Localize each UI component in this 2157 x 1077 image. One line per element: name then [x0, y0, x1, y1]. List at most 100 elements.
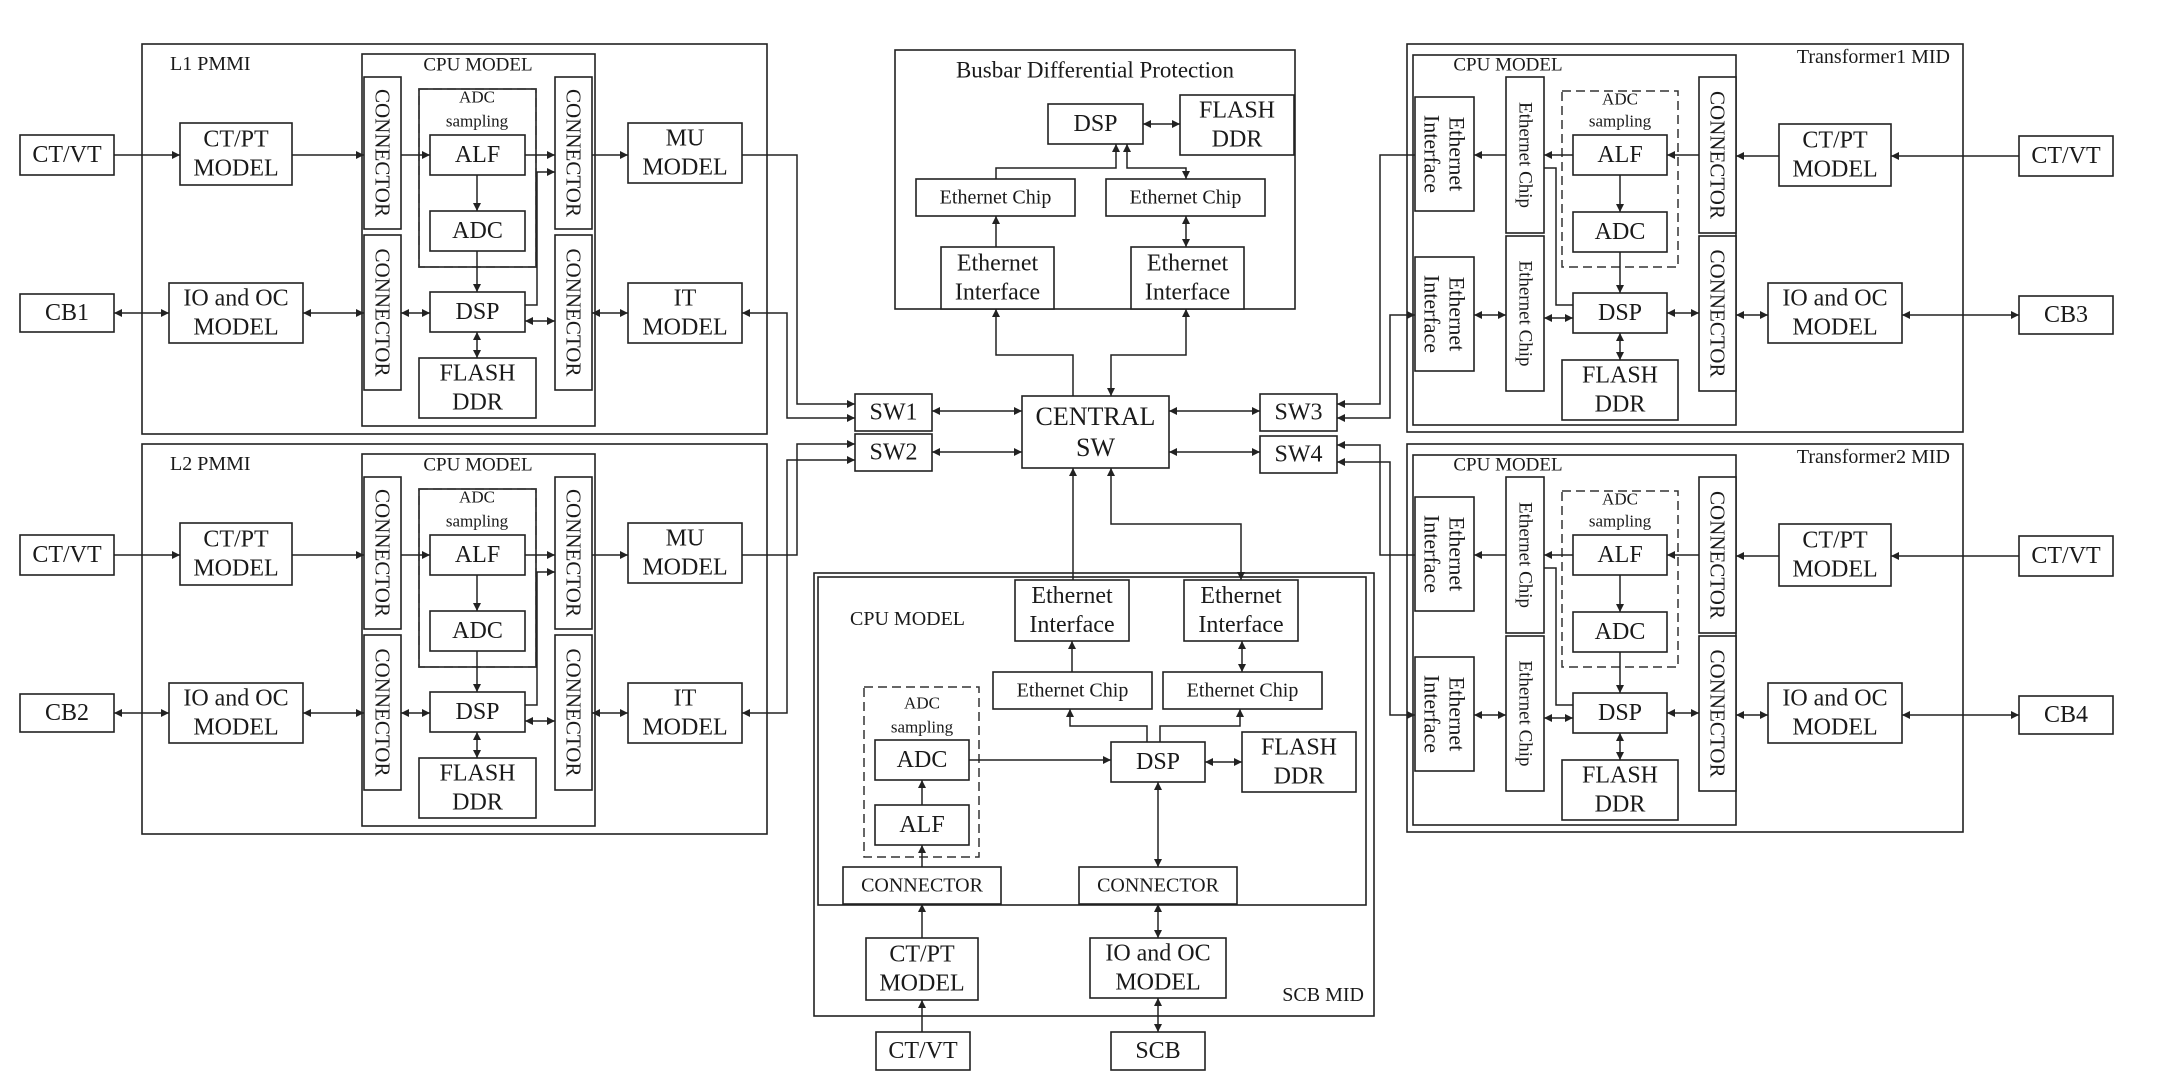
scb-connector-l: CONNECTOR: [842, 866, 1002, 905]
l1-alf-border: [429, 134, 526, 176]
scb-eth-if-r-border: [1183, 579, 1299, 642]
w-scb-dsp-chipr: [1159, 709, 1244, 742]
sw3-border: [1259, 393, 1338, 432]
busbar-eth-chip-l: Ethernet Chip: [915, 178, 1076, 217]
central-sw-border: [1021, 395, 1170, 469]
l2-connector-br-label-0: CONNECTOR: [562, 649, 586, 777]
l2-mu-model-label-0: MU: [666, 526, 705, 552]
scb-ctvt-label-0: CT/VT: [888, 1038, 958, 1064]
scb-adc-sampling-1: ADC: [904, 694, 940, 713]
l1-connector-tr: CONNECTOR: [554, 76, 593, 230]
l1-alf: ALF: [429, 134, 526, 176]
busbar-eth-if-r-label-0: Ethernet: [1147, 251, 1229, 277]
w-scb-dsp-chipl: [1066, 709, 1148, 742]
l1-adc-border: [429, 210, 526, 252]
t1-adc: ADC: [1572, 211, 1668, 253]
l2-ctpt-model-border: [179, 522, 293, 586]
busbar-title: Busbar Differential Protection: [956, 58, 1235, 83]
l1-ctvt: CT/VT: [19, 134, 115, 176]
sw4-border: [1259, 435, 1338, 474]
l1-connector-tr-label-0: CONNECTOR: [562, 89, 586, 217]
busbar-flash-ddr-border: [1179, 94, 1295, 156]
l2-connector-bl: CONNECTOR: [363, 634, 402, 791]
l1-cb1-border: [19, 293, 115, 333]
scb-io-oc-model-border: [1089, 937, 1227, 999]
t1-io-oc-model-label-0: IO and OC: [1782, 286, 1887, 312]
l2-alf-label-0: ALF: [455, 542, 500, 568]
t1-frame: [1406, 43, 1964, 433]
l2-io-oc-model-border: [168, 682, 304, 744]
scb-connector-r: CONNECTOR: [1078, 866, 1238, 905]
w-l1it-sw1: [742, 309, 855, 422]
busbar-eth-if-r-border: [1130, 246, 1245, 310]
t1-connector-t: CONNECTOR: [1698, 76, 1737, 234]
t2-io-oc-model-border: [1767, 682, 1903, 744]
l1-io-oc-model-border: [168, 282, 304, 344]
l2-alf-border: [429, 534, 526, 576]
t1-connector-b: CONNECTOR: [1698, 235, 1737, 392]
t2-cb4-label-0: CB4: [2044, 702, 2088, 728]
t1-adc-sampling-1: ADC: [1602, 90, 1638, 109]
l2-connector-bl-border: [363, 634, 402, 791]
scb-flash-ddr-border: [1241, 731, 1357, 793]
w-t1bot-sw3: [1337, 311, 1415, 422]
scb-connector-r-border: [1078, 866, 1238, 905]
busbar-frame: [894, 49, 1296, 310]
t1-eth-if-top-label-1: Interface: [1419, 115, 1444, 193]
l1-it-model-label-0: IT: [674, 286, 697, 312]
t1-ctvt-border: [2018, 135, 2114, 177]
t2-eth-if-top-border: [1414, 496, 1475, 612]
l1-ctpt-model-label-0: CT/PT: [203, 127, 269, 153]
t1-ctpt-model-label-0: CT/PT: [1802, 128, 1868, 154]
l2-cb2-border: [19, 693, 115, 733]
busbar-eth-chip-r-label-0: Ethernet Chip: [1130, 187, 1242, 209]
scb-io-oc-model-label-0: IO and OC: [1105, 941, 1210, 967]
l1-ctvt-border: [19, 134, 115, 176]
scb-frame: [813, 572, 1375, 1017]
t1-eth-if-top-border: [1414, 96, 1475, 212]
l1-adc: ADC: [429, 210, 526, 252]
l2-connector-br-border: [554, 634, 593, 791]
l1-io-oc-model-label-0: IO and OC: [183, 286, 288, 312]
scb-title: SCB MID: [1282, 984, 1364, 1006]
t1-eth-chip-bot-label-0: Ethernet Chip: [1515, 260, 1536, 366]
t1-dsp-label-0: DSP: [1598, 300, 1642, 326]
l1-dsp-label-0: DSP: [455, 299, 499, 325]
busbar-w-dsp-chipr: [1123, 144, 1190, 179]
scb-scb: SCB: [1110, 1031, 1206, 1071]
scb-ctvt: CT/VT: [875, 1031, 971, 1071]
t1-connector-b-label-0: CONNECTOR: [1706, 250, 1730, 378]
l2-connector-tl-border: [363, 476, 402, 630]
l2-connector-tr-label-0: CONNECTOR: [562, 489, 586, 617]
l2-cb2-label-0: CB2: [45, 700, 89, 726]
scb-adc-label-0: ADC: [897, 747, 948, 773]
t2-eth-chip-top-label-0: Ethernet Chip: [1515, 502, 1536, 608]
t1-cb3-label-0: CB3: [2044, 302, 2088, 328]
l2-ctvt-border: [19, 534, 115, 576]
t2-connector-b: CONNECTOR: [1698, 635, 1737, 792]
l1-it-model-border: [627, 282, 743, 344]
l1-cpu-title: CPU MODEL: [423, 55, 532, 76]
w-central-busbar-l: [992, 309, 1074, 396]
l2-connector-tl: CONNECTOR: [363, 476, 402, 630]
t1-w-dsp-up: [1544, 167, 1573, 306]
l1-mu-model-border: [627, 122, 743, 184]
t2-flash-ddr-label-0: FLASH: [1582, 763, 1658, 789]
t2-title: Transformer2 MID: [1797, 446, 1950, 468]
t1-eth-if-bot-label-1: Interface: [1419, 275, 1444, 353]
t1-eth-chip-bot-border: [1505, 235, 1545, 392]
t1-dsp: DSP: [1572, 292, 1668, 334]
l2-mu-model-border: [627, 522, 743, 584]
scb-adc: ADC: [874, 739, 970, 781]
t1-eth-chip-bot: Ethernet Chip: [1505, 235, 1545, 392]
